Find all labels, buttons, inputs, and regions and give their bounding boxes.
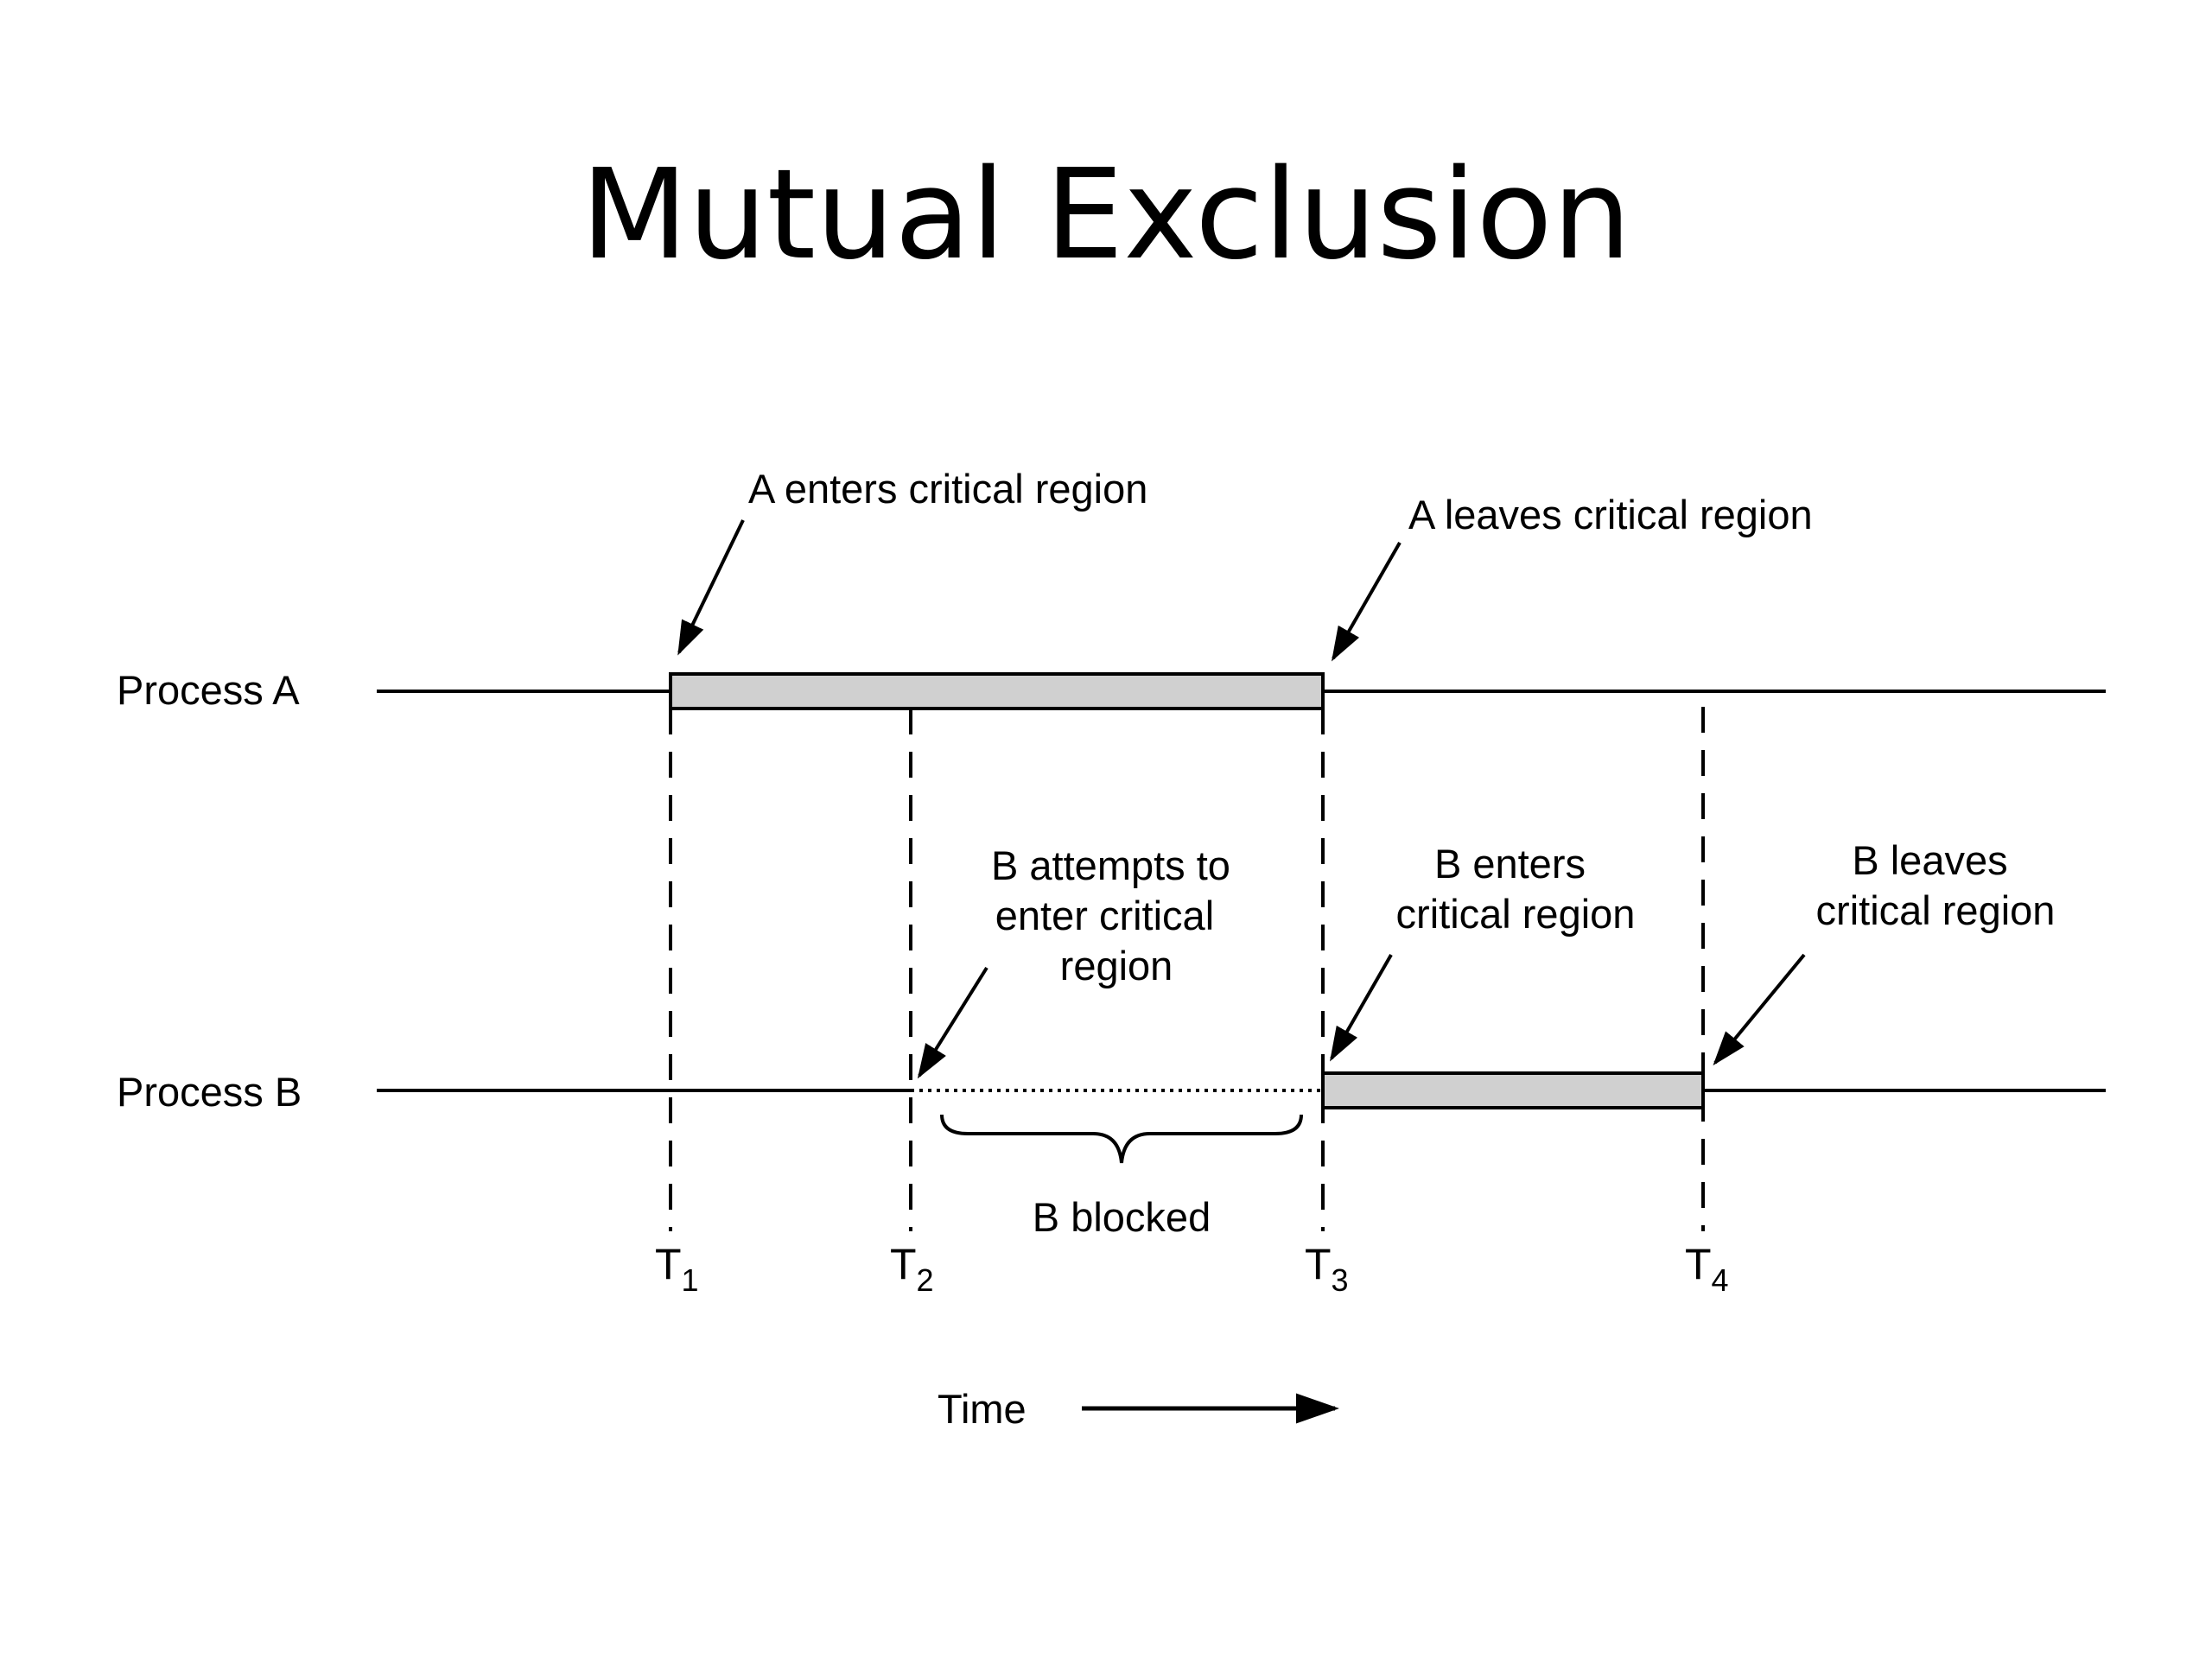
a-leaves-arrow bbox=[1332, 542, 1402, 662]
slide-title: Mutual Exclusion bbox=[581, 142, 1631, 287]
b-blocked-brace bbox=[940, 1114, 1303, 1164]
b-attempts-arrow bbox=[917, 966, 988, 1079]
time-label: Time bbox=[938, 1386, 1027, 1432]
process-b-label: Process B bbox=[117, 1069, 302, 1115]
b-leaves-annotation: B leaves critical region bbox=[1816, 837, 2056, 933]
t4-label: T4 bbox=[1685, 1240, 1729, 1298]
b-leaves-arrow bbox=[1713, 953, 1806, 1066]
process-a-label: Process A bbox=[117, 667, 300, 713]
t2-label: T2 bbox=[890, 1240, 934, 1298]
a-enters-annotation: A enters critical region bbox=[748, 466, 1147, 512]
b-attempts-annotation: B attempts to enter critical region bbox=[991, 842, 1242, 988]
process-a-critical-bar bbox=[669, 672, 1325, 710]
b-enters-annotation: B enters critical region bbox=[1396, 841, 1636, 937]
t3-label: T3 bbox=[1305, 1240, 1349, 1298]
b-enters-arrow bbox=[1330, 954, 1393, 1062]
process-b-critical-bar bbox=[1321, 1071, 1705, 1109]
a-enters-arrow bbox=[677, 519, 745, 656]
t1-label: T1 bbox=[655, 1240, 699, 1298]
b-blocked-label: B blocked bbox=[1033, 1194, 1211, 1240]
a-leaves-annotation: A leaves critical region bbox=[1408, 492, 1813, 537]
